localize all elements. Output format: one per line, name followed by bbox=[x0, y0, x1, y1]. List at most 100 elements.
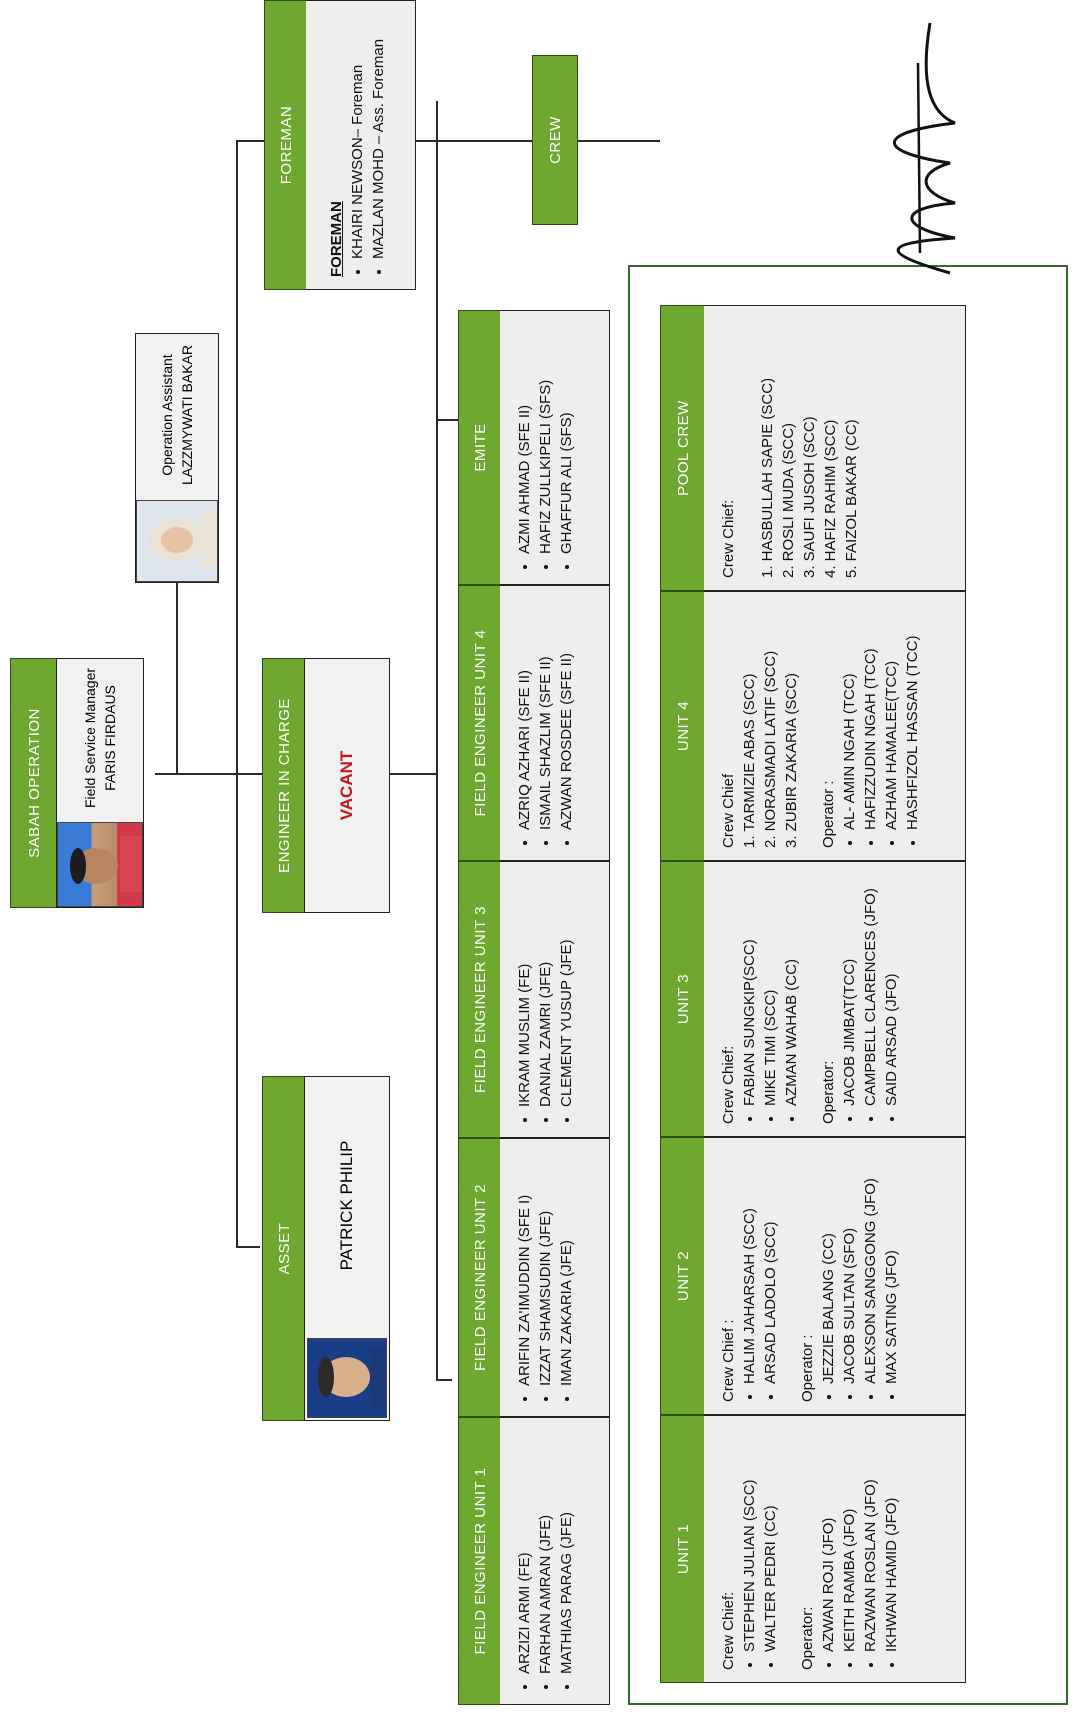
crew-header: CREW bbox=[532, 55, 578, 225]
crew-chief-member: 5. FAIZOL BAKAR (CC) bbox=[843, 419, 860, 578]
crew-chief-list: 1. HASBULLAH SAPIE (SCC)2. ROSLI MUDA (S… bbox=[757, 318, 862, 578]
unit-card: Crew Chief:FABIAN SUNGKIP(SCC)MIKE TIMI … bbox=[704, 861, 966, 1137]
field-engineer-member: CLEMENT YUSUP (JFE) bbox=[556, 874, 577, 1107]
manager-role: Field Service Manager bbox=[82, 667, 98, 809]
crew-chief-label: Crew Chief: bbox=[720, 1045, 737, 1124]
unit-card: Crew Chief :HALIM JAHARSAH (SCC)ARSAD LA… bbox=[704, 1137, 966, 1415]
foreman-card: FOREMAN KHAIRI NEWSON– Foreman MAZLAN MO… bbox=[306, 0, 416, 290]
crew-chief-member: 1. TARMIZIE ABAS (SCC) bbox=[741, 673, 758, 848]
field-engineer-title: FIELD ENGINEER UNIT 4 bbox=[471, 629, 489, 817]
field-engineer-header: EMITE bbox=[458, 310, 502, 585]
operator-member: JEZZIE BALANG (CC) bbox=[818, 1150, 839, 1384]
operator-member: RAZWAN ROSLAN (JFO) bbox=[860, 1428, 881, 1652]
crew-chief-member: 3. ZUBIR ZAKARIA (SCC) bbox=[783, 672, 800, 848]
operator-label: Operator : bbox=[820, 780, 837, 848]
foreman-member: MAZLAN MOHD – Ass. Foreman bbox=[368, 13, 389, 259]
operator-member: JACOB SULTAN (SFO) bbox=[839, 1150, 860, 1384]
crew-chief-member: STEPHEN JULIAN (SCC) bbox=[739, 1428, 760, 1652]
field-engineer-list: ARIFIN ZA'IMUDDIN (SFE I)IZZAT SHAMSUDIN… bbox=[514, 1151, 577, 1404]
operator-member: HAFIZZUDIN NGAH (TCC) bbox=[860, 604, 881, 830]
engineer-in-charge-card: VACANT bbox=[304, 658, 390, 913]
field-engineer-list: IKRAM MUSLIM (FE)DANIAL ZAMRI (JFE)CLEME… bbox=[514, 874, 577, 1125]
unit-title: UNIT 4 bbox=[674, 700, 692, 752]
connector bbox=[436, 101, 438, 1381]
foreman-header: FOREMAN bbox=[264, 0, 308, 290]
foreman-heading: FOREMAN bbox=[328, 201, 345, 277]
operator-member: AL- AMIN NGAH (TCC) bbox=[839, 604, 860, 830]
field-engineer-header: FIELD ENGINEER UNIT 1 bbox=[458, 1417, 502, 1705]
field-engineer-member: HAFIZ ZULLKIPELI (SFS) bbox=[535, 323, 556, 554]
foreman-member: KHAIRI NEWSON– Foreman bbox=[347, 13, 368, 259]
unit-card: Crew Chief:STEPHEN JULIAN (SCC)WALTER PE… bbox=[704, 1415, 966, 1683]
sabah-operation-title: SABAH OPERATION bbox=[25, 708, 43, 858]
foreman-list: KHAIRI NEWSON– Foreman MAZLAN MOHD – Ass… bbox=[347, 13, 389, 277]
field-engineer-member: DANIAL ZAMRI (JFE) bbox=[535, 874, 556, 1107]
connector bbox=[390, 773, 438, 775]
field-engineer-header: FIELD ENGINEER UNIT 4 bbox=[458, 585, 502, 861]
operator-member: IKHWAN HAMID (JFO) bbox=[881, 1428, 902, 1652]
operator-member: HASHFIZOL HASSAN (TCC) bbox=[902, 604, 923, 830]
crew-chief-list: FABIAN SUNGKIP(SCC)MIKE TIMI (SCC)AZMAN … bbox=[739, 874, 802, 1124]
field-engineer-member: ARIFIN ZA'IMUDDIN (SFE I) bbox=[514, 1151, 535, 1386]
field-engineer-member: GHAFFUR ALI (SFS) bbox=[556, 323, 577, 554]
unit-header: UNIT 3 bbox=[660, 861, 706, 1137]
engineer-in-charge-title: ENGINEER IN CHARGE bbox=[275, 698, 293, 873]
crew-chief-label: Crew Chief: bbox=[720, 499, 737, 578]
asset-title: ASSET bbox=[275, 1222, 293, 1275]
field-engineer-member: FARHAN AMRAN (JFE) bbox=[535, 1430, 556, 1674]
operator-label: Operator: bbox=[799, 1606, 816, 1670]
operator-member: KEITH RAMBA (JFO) bbox=[839, 1428, 860, 1652]
field-engineer-card: ARZIZI ARMI (FE)FARHAN AMRAN (JFE)MATHIA… bbox=[500, 1417, 610, 1705]
signature-image bbox=[892, 22, 956, 275]
unit-card: Crew Chief: 1. HASBULLAH SAPIE (SCC)2. RO… bbox=[704, 305, 966, 591]
crew-chief-label: Crew Chief bbox=[720, 773, 737, 848]
connector bbox=[176, 583, 178, 775]
crew-chief-label: Crew Chief: bbox=[720, 1591, 737, 1670]
unit-header: UNIT 2 bbox=[660, 1137, 706, 1415]
crew-chief-member: HALIM JAHARSAH (SCC) bbox=[739, 1150, 760, 1384]
sabah-operation-header: SABAH OPERATION bbox=[10, 658, 58, 908]
operator-member: ALEXSON SANGGONG (JFO) bbox=[860, 1150, 881, 1384]
crew-chief-member: 2. NORASMADI LATIF (SCC) bbox=[762, 650, 779, 848]
connector bbox=[436, 419, 458, 421]
crew-chief-member: 3. SAUFI JUSOH (SCC) bbox=[801, 416, 818, 578]
connector bbox=[236, 1246, 260, 1248]
field-engineer-header: FIELD ENGINEER UNIT 2 bbox=[458, 1138, 502, 1417]
field-engineer-card: AZMI AHMAD (SFE II)HAFIZ ZULLKIPELI (SFS… bbox=[500, 310, 610, 585]
field-engineer-card: ARIFIN ZA'IMUDDIN (SFE I)IZZAT SHAMSUDIN… bbox=[500, 1138, 610, 1417]
manager-photo bbox=[57, 822, 143, 907]
crew-chief-member: FABIAN SUNGKIP(SCC) bbox=[739, 874, 760, 1106]
engineer-in-charge-vacant: VACANT bbox=[337, 750, 356, 821]
unit-header: UNIT 1 bbox=[660, 1415, 706, 1683]
field-engineer-title: FIELD ENGINEER UNIT 2 bbox=[471, 1184, 489, 1371]
field-engineer-list: ARZIZI ARMI (FE)FARHAN AMRAN (JFE)MATHIA… bbox=[514, 1430, 577, 1692]
asset-card: PATRICK PHILIP bbox=[304, 1076, 390, 1421]
assistant-role: Operation Assistant bbox=[159, 354, 175, 476]
connector bbox=[410, 140, 650, 142]
manager-name: FARIS FIRDAUS bbox=[102, 685, 118, 791]
field-engineer-title: FIELD ENGINEER UNIT 3 bbox=[471, 906, 489, 1093]
asset-name: PATRICK PHILIP bbox=[337, 1140, 356, 1271]
connector bbox=[230, 773, 264, 775]
field-engineer-title: EMITE bbox=[471, 423, 489, 472]
connector bbox=[436, 1379, 452, 1381]
operator-list: JACOB JIMBAT(TCC)CAMPBELL CLARENCES (JFO… bbox=[839, 874, 902, 1124]
crew-title: CREW bbox=[546, 116, 564, 164]
field-engineer-member: IZZAT SHAMSUDIN (JFE) bbox=[535, 1151, 556, 1386]
operator-member: JACOB JIMBAT(TCC) bbox=[839, 874, 860, 1106]
field-engineer-header: FIELD ENGINEER UNIT 3 bbox=[458, 861, 502, 1138]
field-engineer-member: AZWAN ROSDEE (SFE II) bbox=[556, 598, 577, 830]
crew-chief-list: STEPHEN JULIAN (SCC)WALTER PEDRI (CC) bbox=[739, 1428, 781, 1670]
operator-member: AZWAN ROJI (JFO) bbox=[818, 1428, 839, 1652]
unit-header: UNIT 4 bbox=[660, 591, 706, 861]
crew-chief-member: MIKE TIMI (SCC) bbox=[760, 874, 781, 1106]
assistant-photo bbox=[136, 500, 218, 582]
unit-header: POOL CREW bbox=[660, 305, 706, 591]
operator-member: CAMPBELL CLARENCES (JFO) bbox=[860, 874, 881, 1106]
crew-chief-member: 1. HASBULLAH SAPIE (SCC) bbox=[759, 377, 776, 578]
unit-title: POOL CREW bbox=[674, 400, 692, 496]
crew-chief-label: Crew Chief : bbox=[720, 1319, 737, 1402]
field-engineer-member: AZMI AHMAD (SFE II) bbox=[514, 323, 535, 554]
